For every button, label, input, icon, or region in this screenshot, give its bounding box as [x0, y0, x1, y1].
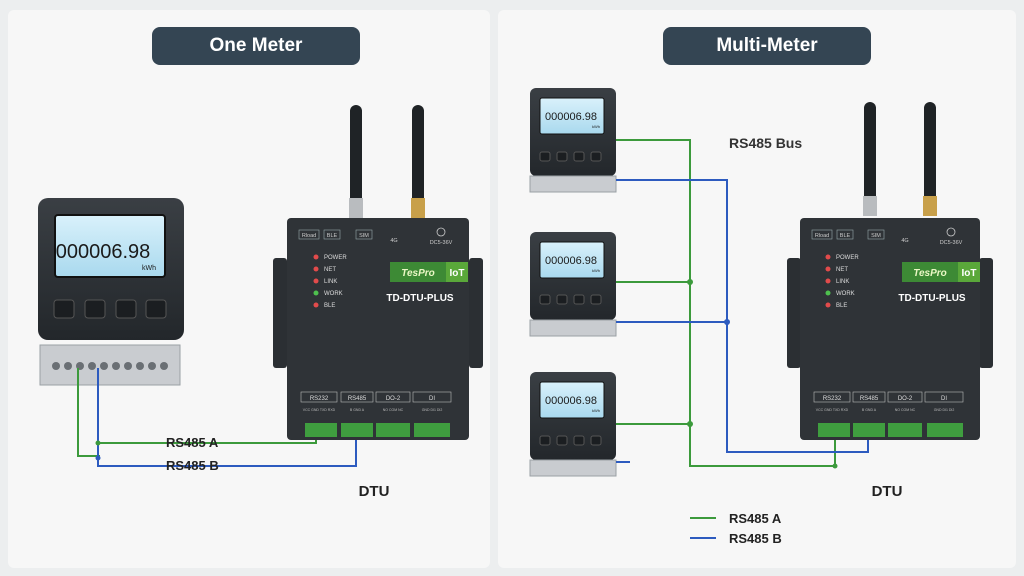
left-dtu-top-label-4: DC5-36V [430, 240, 453, 246]
left-dtu-port-1: RS485 [348, 396, 367, 402]
right-meter-2-reading: 000006.98 [545, 255, 597, 267]
right-dtu-port-1: RS485 [860, 396, 879, 402]
right-dtu-pins-0: VCC GND TXD RXD [816, 408, 849, 412]
legend-label-a: RS485 A [729, 511, 782, 526]
right-dtu-port-3: DI [941, 396, 947, 402]
right-meter-1-reading: 000006.98 [545, 111, 597, 123]
left-wire-b [97, 368, 357, 467]
left-dtu-pins-3: GND DI1 DI2 [422, 408, 443, 412]
right-dtu-iot: IoT [962, 268, 977, 279]
left-dtu-port-0: RS232 [310, 396, 329, 402]
right-dtu-top-label-1: BLE [840, 233, 851, 239]
left-dtu-caption: DTU [359, 483, 390, 500]
right-dtu-brand: TesPro [913, 268, 947, 279]
right-dtu-pins-2: NO COM NC [895, 408, 916, 412]
right-dtu-led-2: LINK [836, 279, 849, 285]
rs485-bus-label: RS485 Bus [729, 135, 802, 151]
left-rs485a-label: RS485 A [166, 435, 219, 450]
right-dtu-led-3: WORK [836, 291, 855, 297]
left-rs485b-label: RS485 B [166, 458, 219, 473]
left-dtu-led-0: POWER [324, 255, 347, 261]
left-dtu-top-label-1: BLE [327, 233, 338, 239]
right-dtu-led-4: BLE [836, 303, 847, 309]
right-dtu-device: Rload BLE SIM 4G DC5-36V POWER NET LINK … [787, 102, 993, 440]
right-dtu-led-1: NET [836, 267, 848, 273]
left-dtu-led-2: LINK [324, 279, 337, 285]
right-dtu-top-label-3: 4G [901, 238, 908, 244]
left-dtu-port-2: DO-2 [386, 396, 401, 402]
left-dtu-pins-2: NO COM NC [383, 408, 404, 412]
right-dtu-top-label-0: Rload [815, 233, 829, 239]
left-dtu-led-1: NET [324, 267, 336, 273]
right-meter-2-unit: kWh [592, 268, 600, 273]
right-meter-2: 000006.98 kWh [529, 232, 617, 337]
left-dtu-port-3: DI [429, 396, 435, 402]
meter-buttons [53, 299, 167, 319]
legend: RS485 A RS485 B [690, 511, 782, 546]
right-dtu-port-0: RS232 [823, 396, 842, 402]
right-meter-3: 000006.98 kWh [529, 372, 617, 477]
left-dtu-top-label-3: 4G [390, 238, 397, 244]
bus-wire-a [616, 139, 836, 467]
meter-reading: 000006.98 [56, 241, 151, 263]
left-dtu-model: TD-DTU-PLUS [386, 293, 454, 304]
right-dtu-pins-3: GND DI1 DI2 [934, 408, 955, 412]
left-dtu-iot: IoT [450, 268, 465, 279]
right-meter-3-unit: kWh [592, 408, 600, 413]
single-energy-meter: 000006.98 kWh [38, 198, 184, 386]
right-dtu-top-label-4: DC5-36V [940, 240, 963, 246]
meter-unit: kWh [142, 265, 156, 272]
right-dtu-port-2: DO-2 [898, 396, 913, 402]
meter-terminals [52, 362, 168, 370]
bus-wire-b [616, 179, 869, 463]
right-dtu-caption: DTU [872, 483, 903, 500]
left-dtu-pins-0: VCC GND TXD RXD [303, 408, 336, 412]
left-dtu-led-3: WORK [324, 291, 343, 297]
right-meter-1: 000006.98 kWh [529, 88, 617, 193]
right-meter-1-unit: kWh [592, 124, 600, 129]
left-dtu-top-label-2: SIM [359, 233, 369, 239]
left-dtu-pins-1: B GND A [350, 408, 365, 412]
right-dtu-model: TD-DTU-PLUS [898, 293, 966, 304]
right-dtu-led-0: POWER [836, 255, 859, 261]
left-dtu-brand: TesPro [401, 268, 435, 279]
left-dtu-top-label-0: Rload [302, 233, 316, 239]
right-dtu-top-label-2: SIM [871, 233, 881, 239]
right-dtu-pins-1: B GND A [862, 408, 877, 412]
right-meter-3-reading: 000006.98 [545, 395, 597, 407]
multi-meter-title: Multi-Meter [663, 27, 871, 65]
one-meter-title: One Meter [152, 27, 360, 65]
legend-label-b: RS485 B [729, 531, 782, 546]
left-dtu-device: Rload BLE SIM 4G DC5-36V POWER NET LINK … [273, 105, 483, 440]
left-dtu-led-4: BLE [324, 303, 335, 309]
